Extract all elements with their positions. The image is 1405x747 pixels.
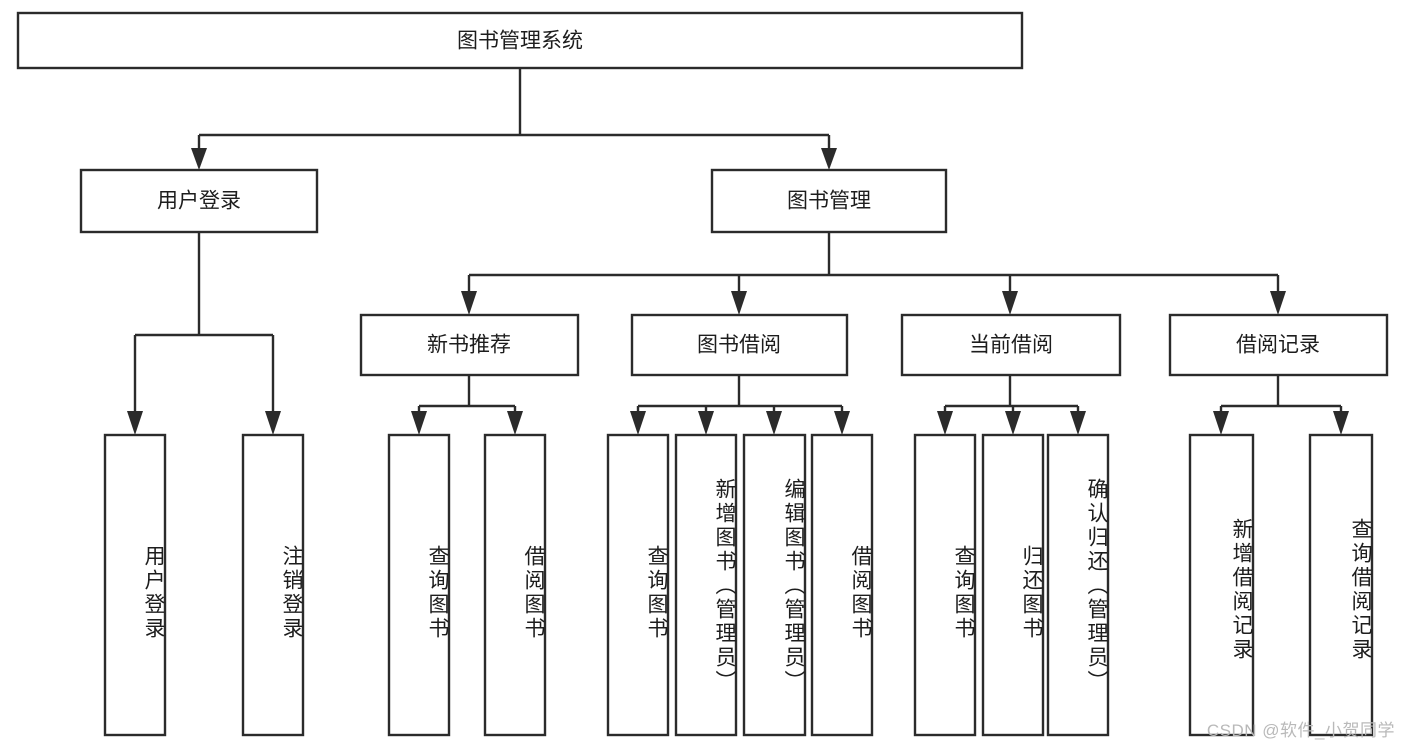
arrowhead-bookborrow-leaf-3 — [766, 411, 782, 435]
arrowhead-borrowrecord-leaf-1 — [1213, 411, 1229, 435]
leaf-box-currentborrow-return[interactable] — [981, 433, 1045, 737]
csdn-watermark: CSDN @软件_小贺同学 — [1206, 721, 1395, 740]
node-new-book-recommend-label: 新书推荐 — [427, 334, 511, 357]
node-borrow-record[interactable]: 借阅记录 — [1168, 313, 1389, 377]
leaf-box-currentborrow-query[interactable] — [913, 433, 977, 737]
arrowhead-leaf-logout — [265, 411, 281, 435]
arrowhead-borrow-record — [1270, 291, 1286, 315]
node-new-book-recommend[interactable]: 新书推荐 — [359, 313, 580, 377]
arrowhead-currentborrow-leaf-3 — [1070, 411, 1086, 435]
node-current-borrow-box[interactable] — [900, 313, 1122, 377]
node-user-login[interactable]: 用户登录 — [79, 168, 319, 234]
leaf-box-bookborrow-add[interactable] — [674, 433, 738, 737]
node-book-borrow-box[interactable] — [630, 313, 849, 377]
leaf-box-newbook-borrow[interactable] — [483, 433, 547, 737]
node-root-system-box[interactable] — [16, 11, 1024, 70]
arrowhead-current-borrow — [1002, 291, 1018, 315]
arrowhead-book-manage — [821, 148, 837, 170]
node-new-book-recommend-box[interactable] — [359, 313, 580, 377]
arrowhead-bookborrow-leaf-4 — [834, 411, 850, 435]
node-borrow-record-box[interactable] — [1168, 313, 1389, 377]
node-book-borrow[interactable]: 图书借阅 — [630, 313, 849, 377]
node-user-login-box[interactable] — [79, 168, 319, 234]
leaf-box-record-add[interactable] — [1188, 433, 1255, 737]
leaf-box-newbook-query[interactable] — [387, 433, 451, 737]
arrowhead-user-login — [191, 148, 207, 170]
arrowhead-new-book-recommend — [461, 291, 477, 315]
node-root-system-label: 图书管理系统 — [457, 30, 583, 53]
arrowhead-currentborrow-leaf-1 — [937, 411, 953, 435]
connector-group — [127, 68, 1349, 435]
arrowhead-leaf-user-login — [127, 411, 143, 435]
arrowhead-newbook-leaf-1 — [411, 411, 427, 435]
arrowhead-borrowrecord-leaf-2 — [1333, 411, 1349, 435]
arrowhead-currentborrow-leaf-2 — [1005, 411, 1021, 435]
node-user-login-label: 用户登录 — [157, 190, 241, 213]
leaf-box-bookborrow-edit[interactable] — [742, 433, 807, 737]
arrowhead-bookborrow-leaf-1 — [630, 411, 646, 435]
node-current-borrow-label: 当前借阅 — [969, 334, 1053, 357]
arrowhead-book-borrow — [731, 291, 747, 315]
leaf-box-record-query[interactable] — [1308, 433, 1374, 737]
node-root-system[interactable]: 图书管理系统 — [16, 11, 1024, 70]
node-book-manage-box[interactable] — [710, 168, 948, 234]
node-current-borrow[interactable]: 当前借阅 — [900, 313, 1122, 377]
node-borrow-record-label: 借阅记录 — [1236, 334, 1320, 357]
leaf-box-bookborrow-lend[interactable] — [810, 433, 874, 737]
arrowhead-bookborrow-leaf-2 — [698, 411, 714, 435]
leaf-box-logout[interactable] — [241, 433, 305, 737]
leaf-box-bookborrow-query[interactable] — [606, 433, 670, 737]
node-book-manage[interactable]: 图书管理 — [710, 168, 948, 234]
leaf-box-currentborrow-confirm[interactable] — [1046, 433, 1110, 737]
node-book-manage-label: 图书管理 — [787, 190, 871, 213]
node-book-borrow-label: 图书借阅 — [697, 334, 781, 357]
leaf-box-user-login[interactable] — [103, 433, 167, 737]
arrowhead-newbook-leaf-2 — [507, 411, 523, 435]
